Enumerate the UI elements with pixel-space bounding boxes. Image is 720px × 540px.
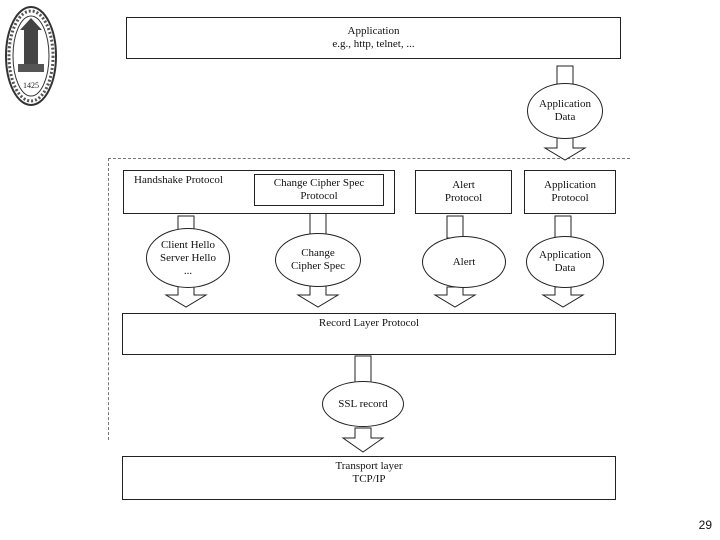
application-examples: e.g., http, telnet, ... (332, 38, 415, 50)
arrow-data-down (543, 137, 587, 161)
arrow-app-bubble-down (541, 286, 585, 308)
application-data-top-ellipse: Application Data (527, 83, 603, 139)
application-data-mid-line2: Data (554, 262, 576, 274)
ssl-record-ellipse: SSL record (322, 381, 404, 427)
handshake-protocol-label: Handshake Protocol (134, 174, 223, 186)
application-protocol-line1: Application (544, 179, 596, 191)
application-data-top-line1: Application (539, 98, 591, 110)
ccs-line1: Change (301, 247, 335, 259)
application-protocol-line2: Protocol (551, 192, 589, 204)
arrow-alert-down (446, 215, 464, 239)
ccs-protocol-line2: Protocol (300, 190, 338, 202)
arrow-alert-bubble-down (433, 286, 477, 308)
application-data-mid-line1: Application (539, 249, 591, 261)
alert-ellipse: Alert (422, 236, 506, 288)
alert-protocol-line1: Alert (452, 179, 475, 191)
alert-protocol-line2: Protocol (444, 192, 483, 204)
alert-text: Alert (452, 255, 476, 268)
transport-layer-box: Transport layer TCP/IP (122, 456, 616, 500)
tcp-ip-text: TCP/IP (352, 473, 386, 485)
ssl-record-text: SSL record (338, 397, 388, 410)
seal-year: 1425 (23, 81, 39, 90)
server-hello-text: Server Hello (160, 251, 216, 264)
change-cipher-spec-ellipse: Change Cipher Spec (275, 233, 361, 287)
application-data-mid-ellipse: Application Data (526, 236, 604, 288)
arrow-record-down (354, 355, 372, 383)
record-layer-box: Record Layer Protocol (122, 313, 616, 355)
client-hello-text: Client Hello (160, 238, 216, 251)
arrow-app-to-data (556, 65, 574, 85)
transport-layer-text: Transport layer (335, 460, 403, 472)
hello-ellipsis-text: ... (183, 264, 193, 277)
arrow-hello-down (164, 284, 208, 308)
page-number: 29 (698, 518, 712, 532)
record-layer-label: Record Layer Protocol (318, 317, 420, 329)
change-cipher-spec-protocol-box: Change Cipher Spec Protocol (254, 174, 384, 206)
university-seal-icon: 1425 (5, 6, 57, 106)
application-box: Application e.g., http, telnet, ... (126, 17, 621, 59)
ccs-line2: Cipher Spec (290, 260, 346, 272)
application-data-top-line2: Data (554, 111, 576, 123)
application-protocol-box: Application Protocol (524, 170, 616, 214)
ccs-protocol-line1: Change Cipher Spec (273, 177, 365, 189)
application-title: Application (347, 25, 400, 37)
alert-protocol-box: Alert Protocol (415, 170, 512, 214)
client-server-hello-ellipse: Client Hello Server Hello ... (146, 228, 230, 288)
arrow-ccs-bubble-down (296, 284, 340, 308)
ssl-boundary (108, 158, 630, 440)
arrow-ssl-down (341, 427, 385, 453)
